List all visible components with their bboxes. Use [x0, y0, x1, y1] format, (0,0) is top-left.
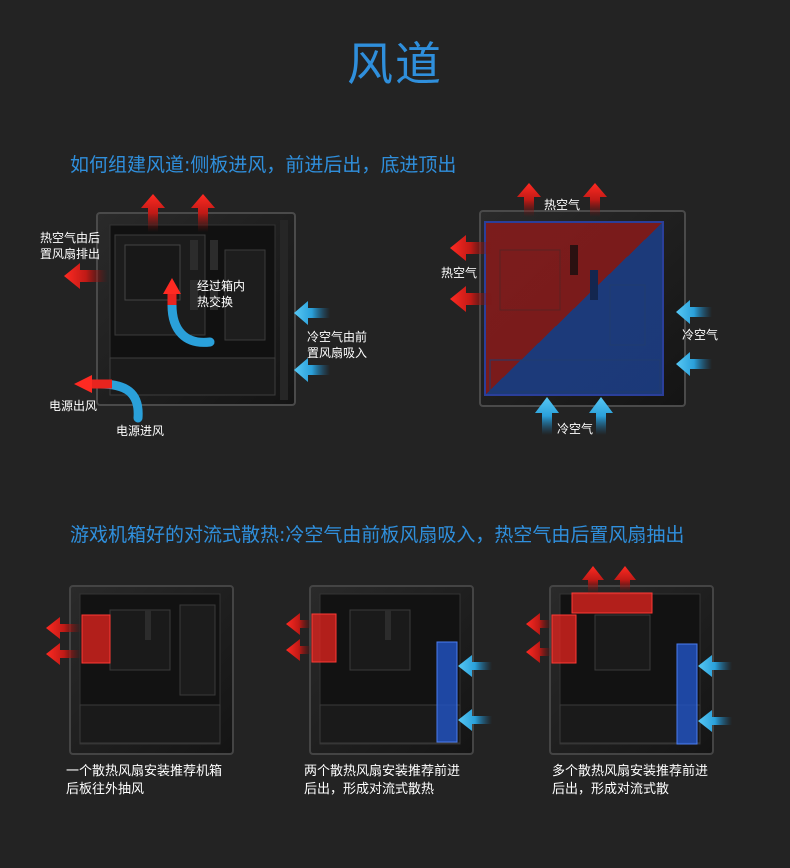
- heat-exchange-arrow: [167, 287, 215, 347]
- airflow-diagram-right: [450, 183, 712, 435]
- rear-exhaust-label: 热空气由后 置风扇排出: [40, 231, 101, 261]
- top-hot-arrows: [517, 183, 607, 217]
- rear-fan-highlight: [551, 614, 577, 664]
- psu-out-label: 电源出风: [49, 399, 98, 413]
- cold-right-label: 冷空气: [682, 328, 719, 342]
- left-hot-arrows: [450, 235, 492, 312]
- config-multi-fans: [526, 566, 732, 755]
- section2-heading: 游戏机箱好的对流式散热:冷空气由前板风扇吸入，热空气由后置风扇抽出: [70, 524, 685, 546]
- top-exhaust-arrows: [141, 194, 215, 232]
- config-one-fan: [46, 585, 234, 755]
- airflow-diagram-left: [64, 194, 330, 423]
- top-fan-highlight: [571, 592, 653, 614]
- psu-in-label: 电源进风: [116, 424, 165, 438]
- config-one-caption: 一个散热风扇安装推荐机箱 后板往外抽风: [66, 764, 223, 797]
- section1-heading: 如何组建风道:侧板进风，前进后出，底进顶出: [70, 154, 457, 176]
- front-fan-highlight: [676, 643, 698, 745]
- config-two-fans: [286, 585, 492, 755]
- right-cold-arrows: [676, 300, 712, 376]
- cold-bottom-label: 冷空气: [557, 422, 594, 436]
- config-three-caption: 多个散热风扇安装推荐前进 后出，形成对流式散: [552, 764, 709, 797]
- hot-top-label: 热空气: [544, 198, 581, 212]
- rear-fan-highlight: [311, 613, 337, 663]
- psu-shroud: [109, 357, 276, 396]
- page-title: 风道: [347, 37, 443, 91]
- heat-exchange-label: 经过箱内 热交换: [197, 279, 246, 309]
- bottom-cold-arrows: [535, 397, 613, 435]
- rear-exhaust-arrow: [64, 263, 108, 289]
- hot-left-label: 热空气: [441, 266, 478, 280]
- rear-fan-highlight: [81, 614, 111, 664]
- front-fan-highlight: [436, 641, 458, 743]
- front-intake-label: 冷空气由前 置风扇吸入: [307, 330, 368, 360]
- front-intake-arrows: [294, 301, 330, 382]
- config-two-caption: 两个散热风扇安装推荐前进 后出，形成对流式散热: [304, 764, 461, 797]
